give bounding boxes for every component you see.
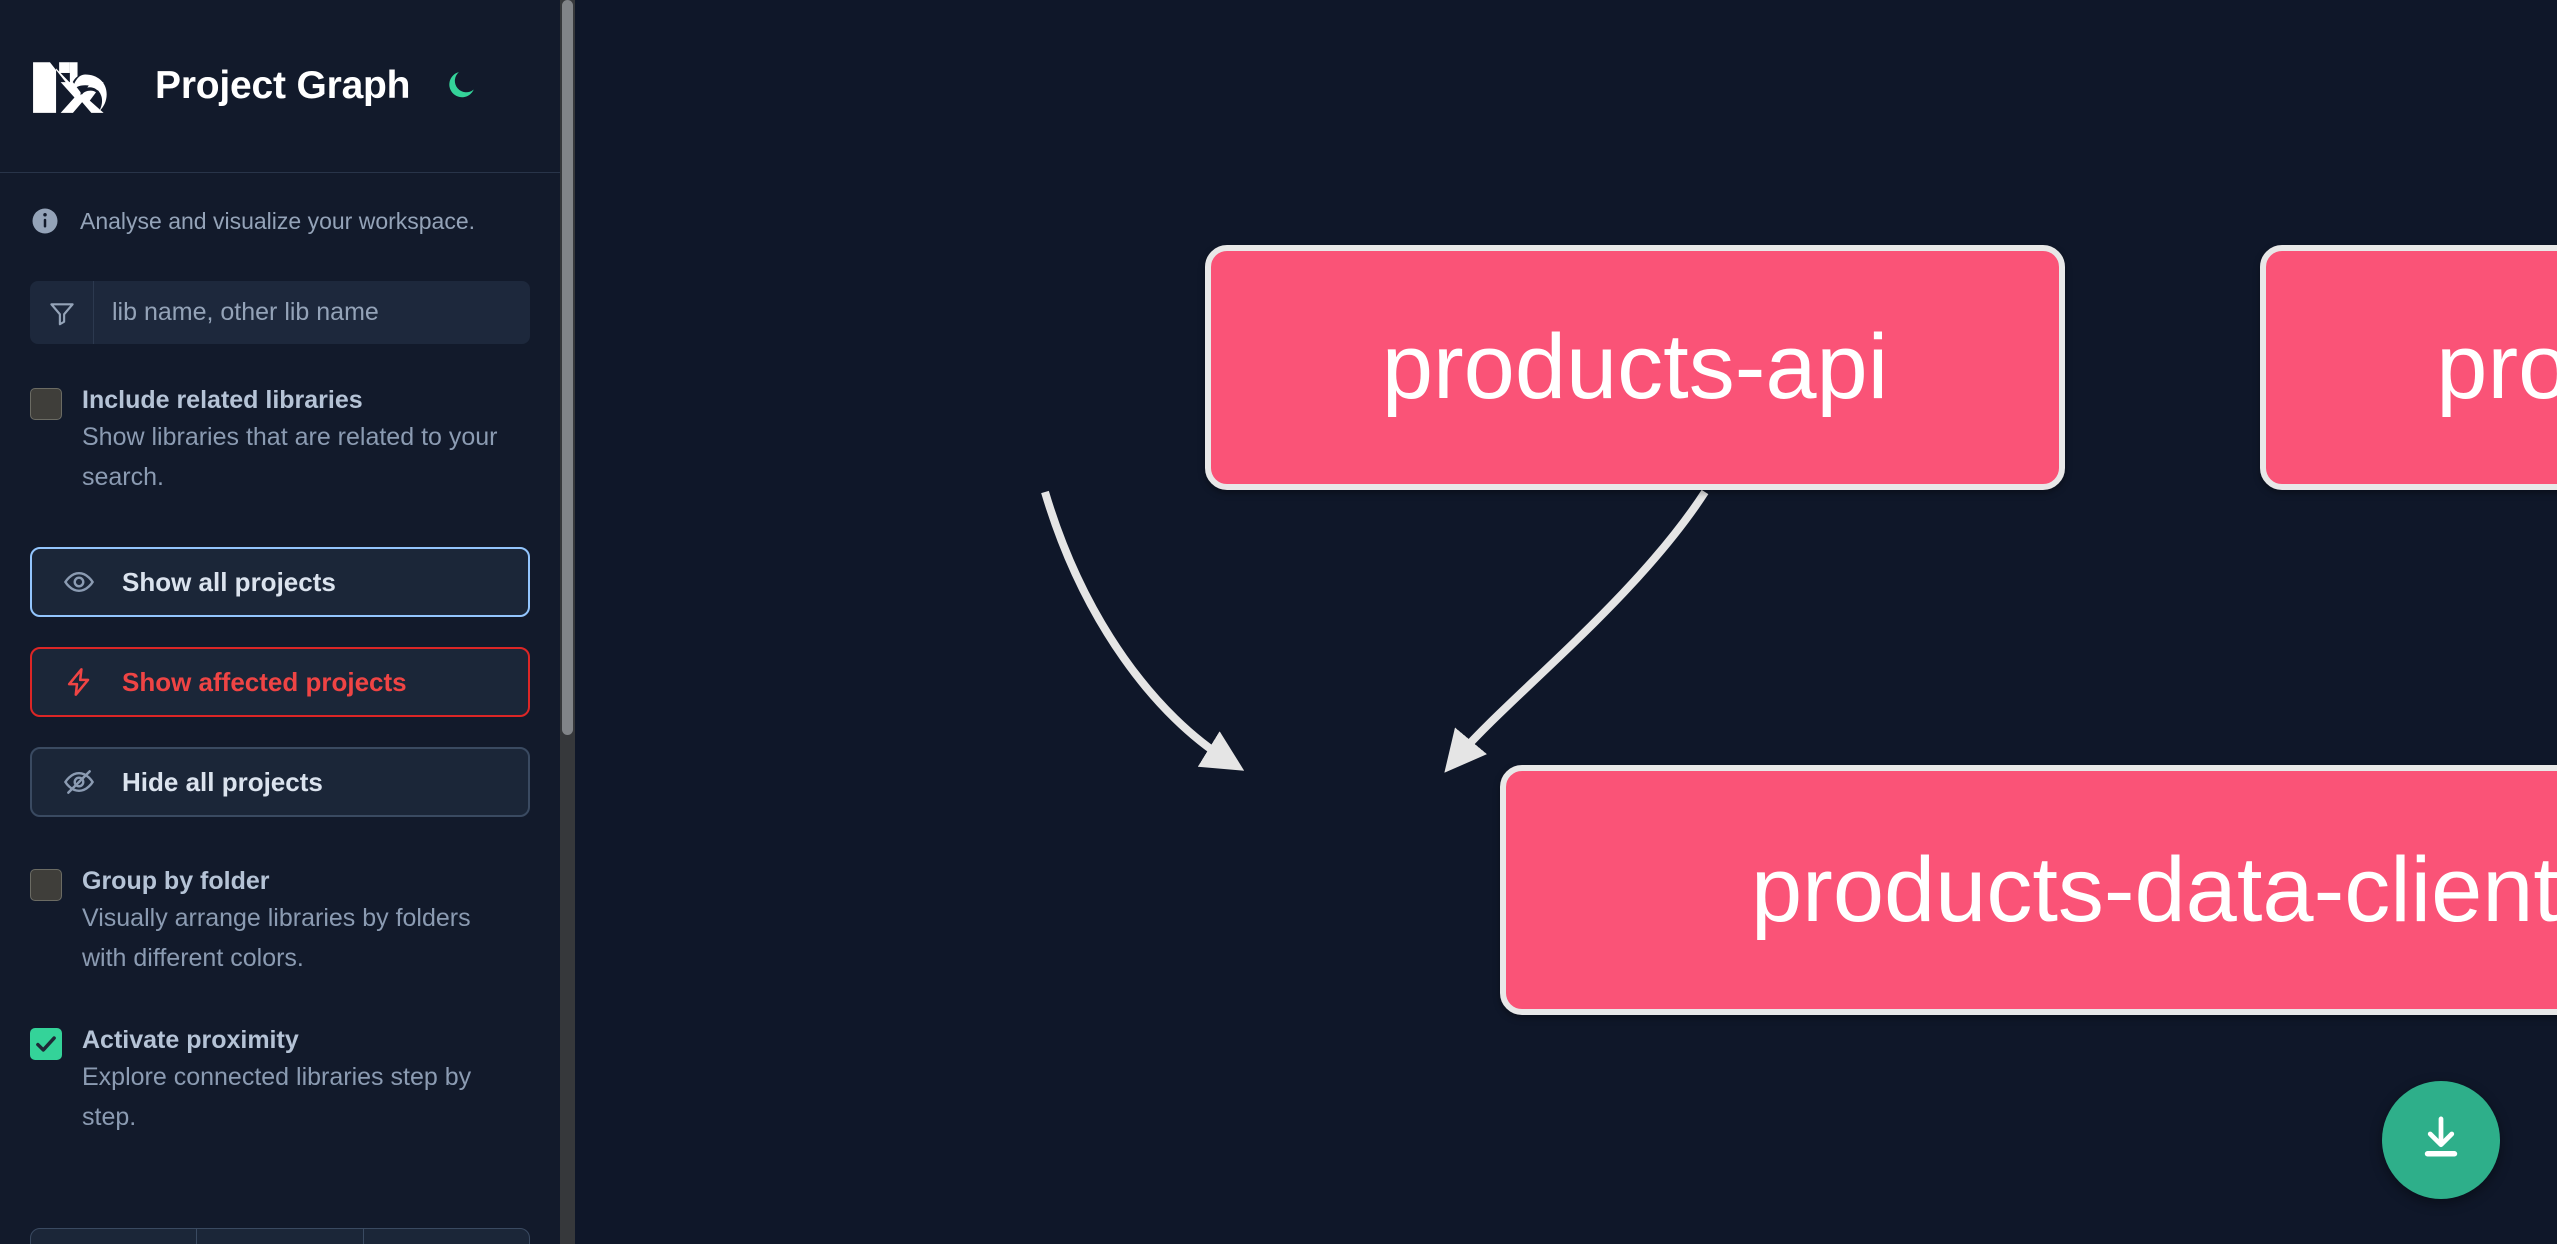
sidebar-scrollbar-thumb[interactable]: [562, 0, 573, 735]
page-title: Project Graph: [155, 64, 411, 107]
sidebar-scrollbar-track[interactable]: [560, 0, 575, 1244]
segment-option-1[interactable]: [31, 1229, 198, 1244]
option-label: Group by folder: [82, 867, 270, 895]
search-input[interactable]: [94, 281, 530, 344]
option-text-block: Include related libraries Show libraries…: [82, 384, 512, 497]
option-activate-proximity[interactable]: Activate proximity Explore connected lib…: [0, 1024, 560, 1137]
option-label: Include related libraries: [82, 386, 363, 414]
edge-products-api-to-products-data-client[interactable]: [1041, 490, 1245, 771]
workspace-info-text: Analyse and visualize your workspace.: [80, 207, 476, 234]
segment-option-2[interactable]: [197, 1229, 364, 1244]
edge-products-cli-to-products-data-client[interactable]: [1444, 489, 1709, 773]
option-text-block: Group by folder Visually arrange librari…: [82, 865, 512, 978]
moon-icon[interactable]: [440, 65, 482, 107]
graph-canvas[interactable]: products-api products-cli products-data-…: [575, 0, 2557, 1244]
show-affected-projects-button[interactable]: Show affected projects: [30, 647, 530, 717]
option-text-block: Activate proximity Explore connected lib…: [82, 1024, 512, 1137]
hide-all-projects-label: Hide all projects: [122, 766, 323, 797]
graph-edges-layer: [1041, 489, 1709, 773]
hide-all-projects-button[interactable]: Hide all projects: [30, 747, 530, 817]
eye-icon: [58, 561, 100, 603]
option-label: Activate proximity: [82, 1026, 299, 1054]
search-field[interactable]: [30, 281, 530, 344]
graph-node-products-api[interactable]: products-api: [1205, 245, 2065, 490]
show-all-projects-button[interactable]: Show all projects: [30, 547, 530, 617]
option-include-related-libraries[interactable]: Include related libraries Show libraries…: [0, 384, 560, 497]
graph-node-label: products-api: [1381, 316, 1889, 418]
download-image-button[interactable]: [2382, 1081, 2500, 1199]
checkbox-activate-proximity[interactable]: [30, 1028, 62, 1060]
checkbox-include-related-libraries[interactable]: [30, 388, 62, 420]
lightning-bolt-icon: [58, 661, 100, 703]
segment-option-3[interactable]: [364, 1229, 529, 1244]
eye-off-icon: [58, 761, 100, 803]
graph-node-label: products-cli: [2436, 316, 2557, 418]
option-description: Explore connected libraries step by step…: [82, 1063, 472, 1131]
option-description: Show libraries that are related to your …: [82, 423, 498, 491]
info-icon: [30, 206, 60, 236]
sidebar-header: Project Graph: [0, 0, 560, 173]
sidebar-content: Project Graph Analyse and visualize yo: [0, 0, 560, 1244]
nx-logo: [30, 56, 122, 116]
graph-node-products-data-client[interactable]: products-data-client: [1500, 765, 2557, 1015]
filter-funnel-icon[interactable]: [30, 281, 94, 344]
show-affected-projects-label: Show affected projects: [122, 666, 407, 697]
download-icon: [2414, 1111, 2468, 1170]
show-all-projects-label: Show all projects: [122, 566, 336, 597]
option-description: Visually arrange libraries by folders wi…: [82, 904, 471, 972]
checkbox-group-by-folder[interactable]: [30, 869, 62, 901]
option-group-by-folder[interactable]: Group by folder Visually arrange librari…: [0, 865, 560, 978]
graph-node-products-cli[interactable]: products-cli: [2260, 245, 2557, 490]
project-visibility-actions: Show all projects Show affected projects: [30, 547, 530, 817]
sidebar: Project Graph Analyse and visualize yo: [0, 0, 575, 1244]
text-filter-segmented-control[interactable]: [30, 1228, 530, 1244]
graph-node-label: products-data-client: [1751, 838, 2557, 941]
workspace-info: Analyse and visualize your workspace.: [0, 173, 560, 235]
